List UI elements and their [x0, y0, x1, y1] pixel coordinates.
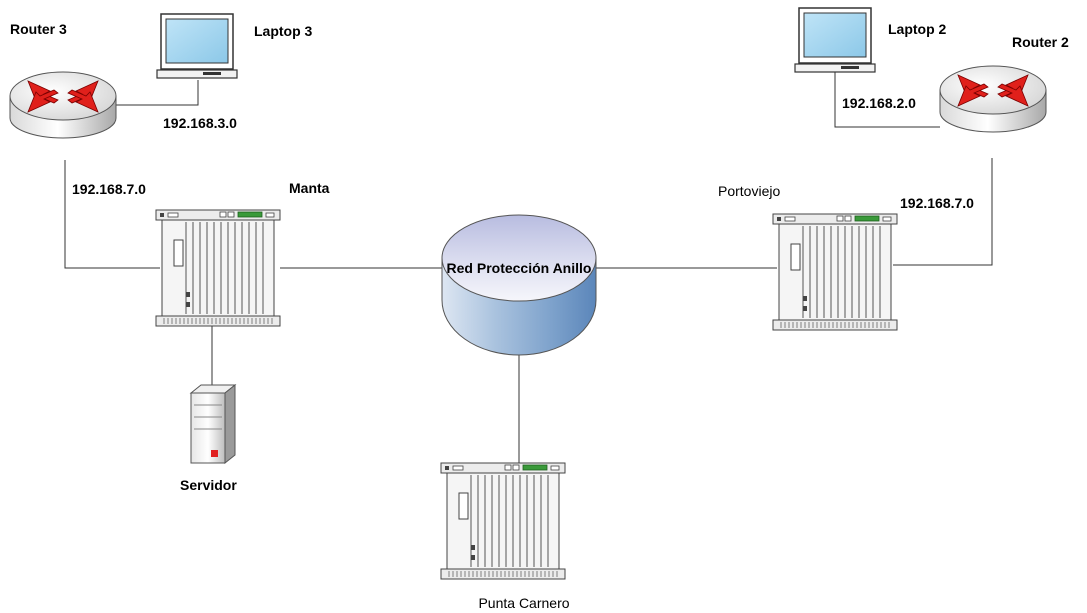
server-icon	[189, 383, 237, 465]
laptop-3-label: Laptop 3	[254, 23, 313, 39]
portoviejo-label: Portoviejo	[718, 183, 780, 199]
network-192-168-3-0-label: 192.168.3.0	[163, 115, 237, 131]
servidor-label: Servidor	[180, 477, 237, 493]
laptop-3-icon	[156, 13, 238, 79]
connection-lines	[64, 72, 993, 465]
punta-carnero-rack-icon	[440, 462, 566, 580]
manta-label: Manta	[289, 180, 330, 196]
network-192-168-2-0-label: 192.168.2.0	[842, 95, 916, 111]
portoviejo-rack-icon	[772, 213, 898, 331]
punta-carnero-label: Punta Carnero	[478, 595, 569, 611]
network-192-168-7-0-left-label: 192.168.7.0	[72, 181, 146, 197]
router-3-icon	[9, 71, 117, 139]
link-router3-manta	[64, 160, 160, 269]
ring-network-icon	[441, 214, 597, 356]
router-2-label: Router 2	[1012, 34, 1069, 50]
link-laptop2-router2	[834, 72, 940, 128]
router-2-icon	[939, 65, 1047, 133]
link-portoviejo-router2	[893, 158, 993, 266]
ring-network-label: Red Protección Anillo	[447, 260, 592, 276]
link-laptop3-router3	[112, 80, 199, 106]
network-192-168-7-0-right-label: 192.168.7.0	[900, 195, 974, 211]
router-3-label: Router 3	[10, 21, 67, 37]
laptop-2-label: Laptop 2	[888, 21, 947, 37]
manta-rack-icon	[155, 209, 281, 327]
laptop-2-icon	[794, 7, 876, 73]
